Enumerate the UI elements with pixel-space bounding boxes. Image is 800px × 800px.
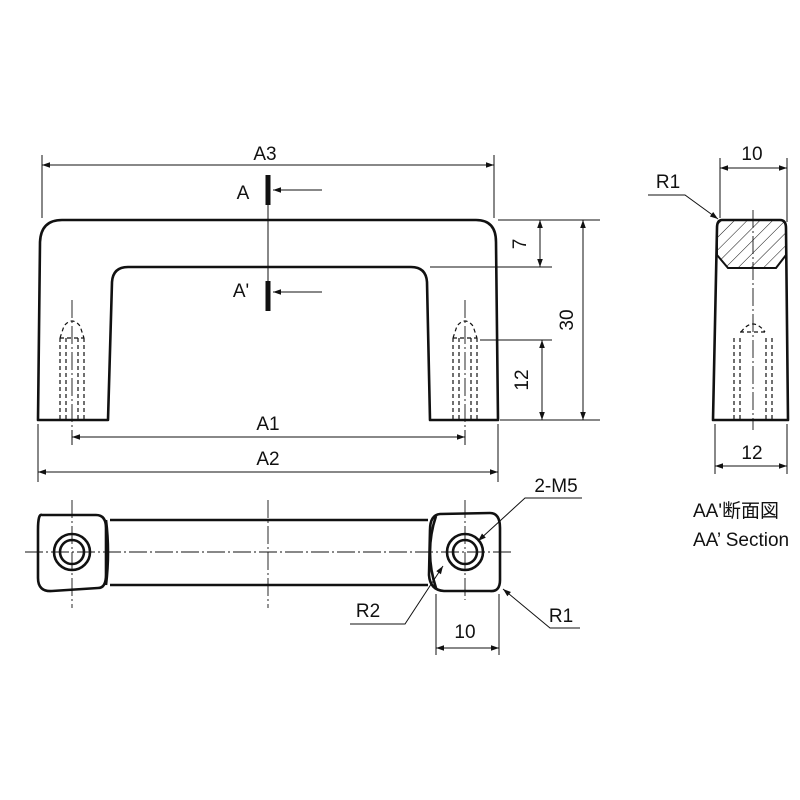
section-caption-jp: AA'断面図 [693, 500, 779, 522]
section-caption-en: AA’ Section [693, 530, 789, 551]
dim-a3-label: A3 [253, 144, 276, 165]
thread-label: 2-M5 [534, 476, 577, 497]
handle-outline [36, 218, 500, 422]
hidden-thread-left [59, 300, 85, 430]
section-view: 10 R1 12 AA'断面図 AA’ Section [648, 144, 790, 551]
radius-r2-label: R2 [356, 601, 380, 622]
section-mark-a-bar [265, 175, 271, 205]
section-outline [711, 218, 790, 422]
dim-a1-label: A1 [256, 414, 279, 435]
right-foot [427, 511, 502, 593]
dim-7-label: 7 [510, 239, 531, 250]
section-mark-a-prime-label: A' [233, 281, 249, 302]
dim-10-label: 10 [454, 622, 475, 643]
dim-30-label: 30 [557, 309, 578, 330]
dim-12-label: 12 [512, 369, 533, 390]
thread-leader [477, 497, 582, 542]
radius-r1-label: R1 [549, 606, 573, 627]
front-view: A3 A A' 7 30 12 A1 A2 [36, 144, 600, 482]
bottom-view: 2-M5 R2 R1 10 [25, 476, 582, 655]
section-dim-12-label: 12 [741, 443, 762, 464]
section-mark-a-prime-bar [265, 281, 271, 311]
hidden-thread-right [452, 300, 478, 430]
section-mark-a-label: A [237, 183, 250, 204]
hatched-section [716, 219, 787, 269]
dim-a2-label: A2 [256, 449, 279, 470]
section-radius-label: R1 [656, 172, 680, 193]
section-dim-10-label: 10 [741, 144, 762, 165]
